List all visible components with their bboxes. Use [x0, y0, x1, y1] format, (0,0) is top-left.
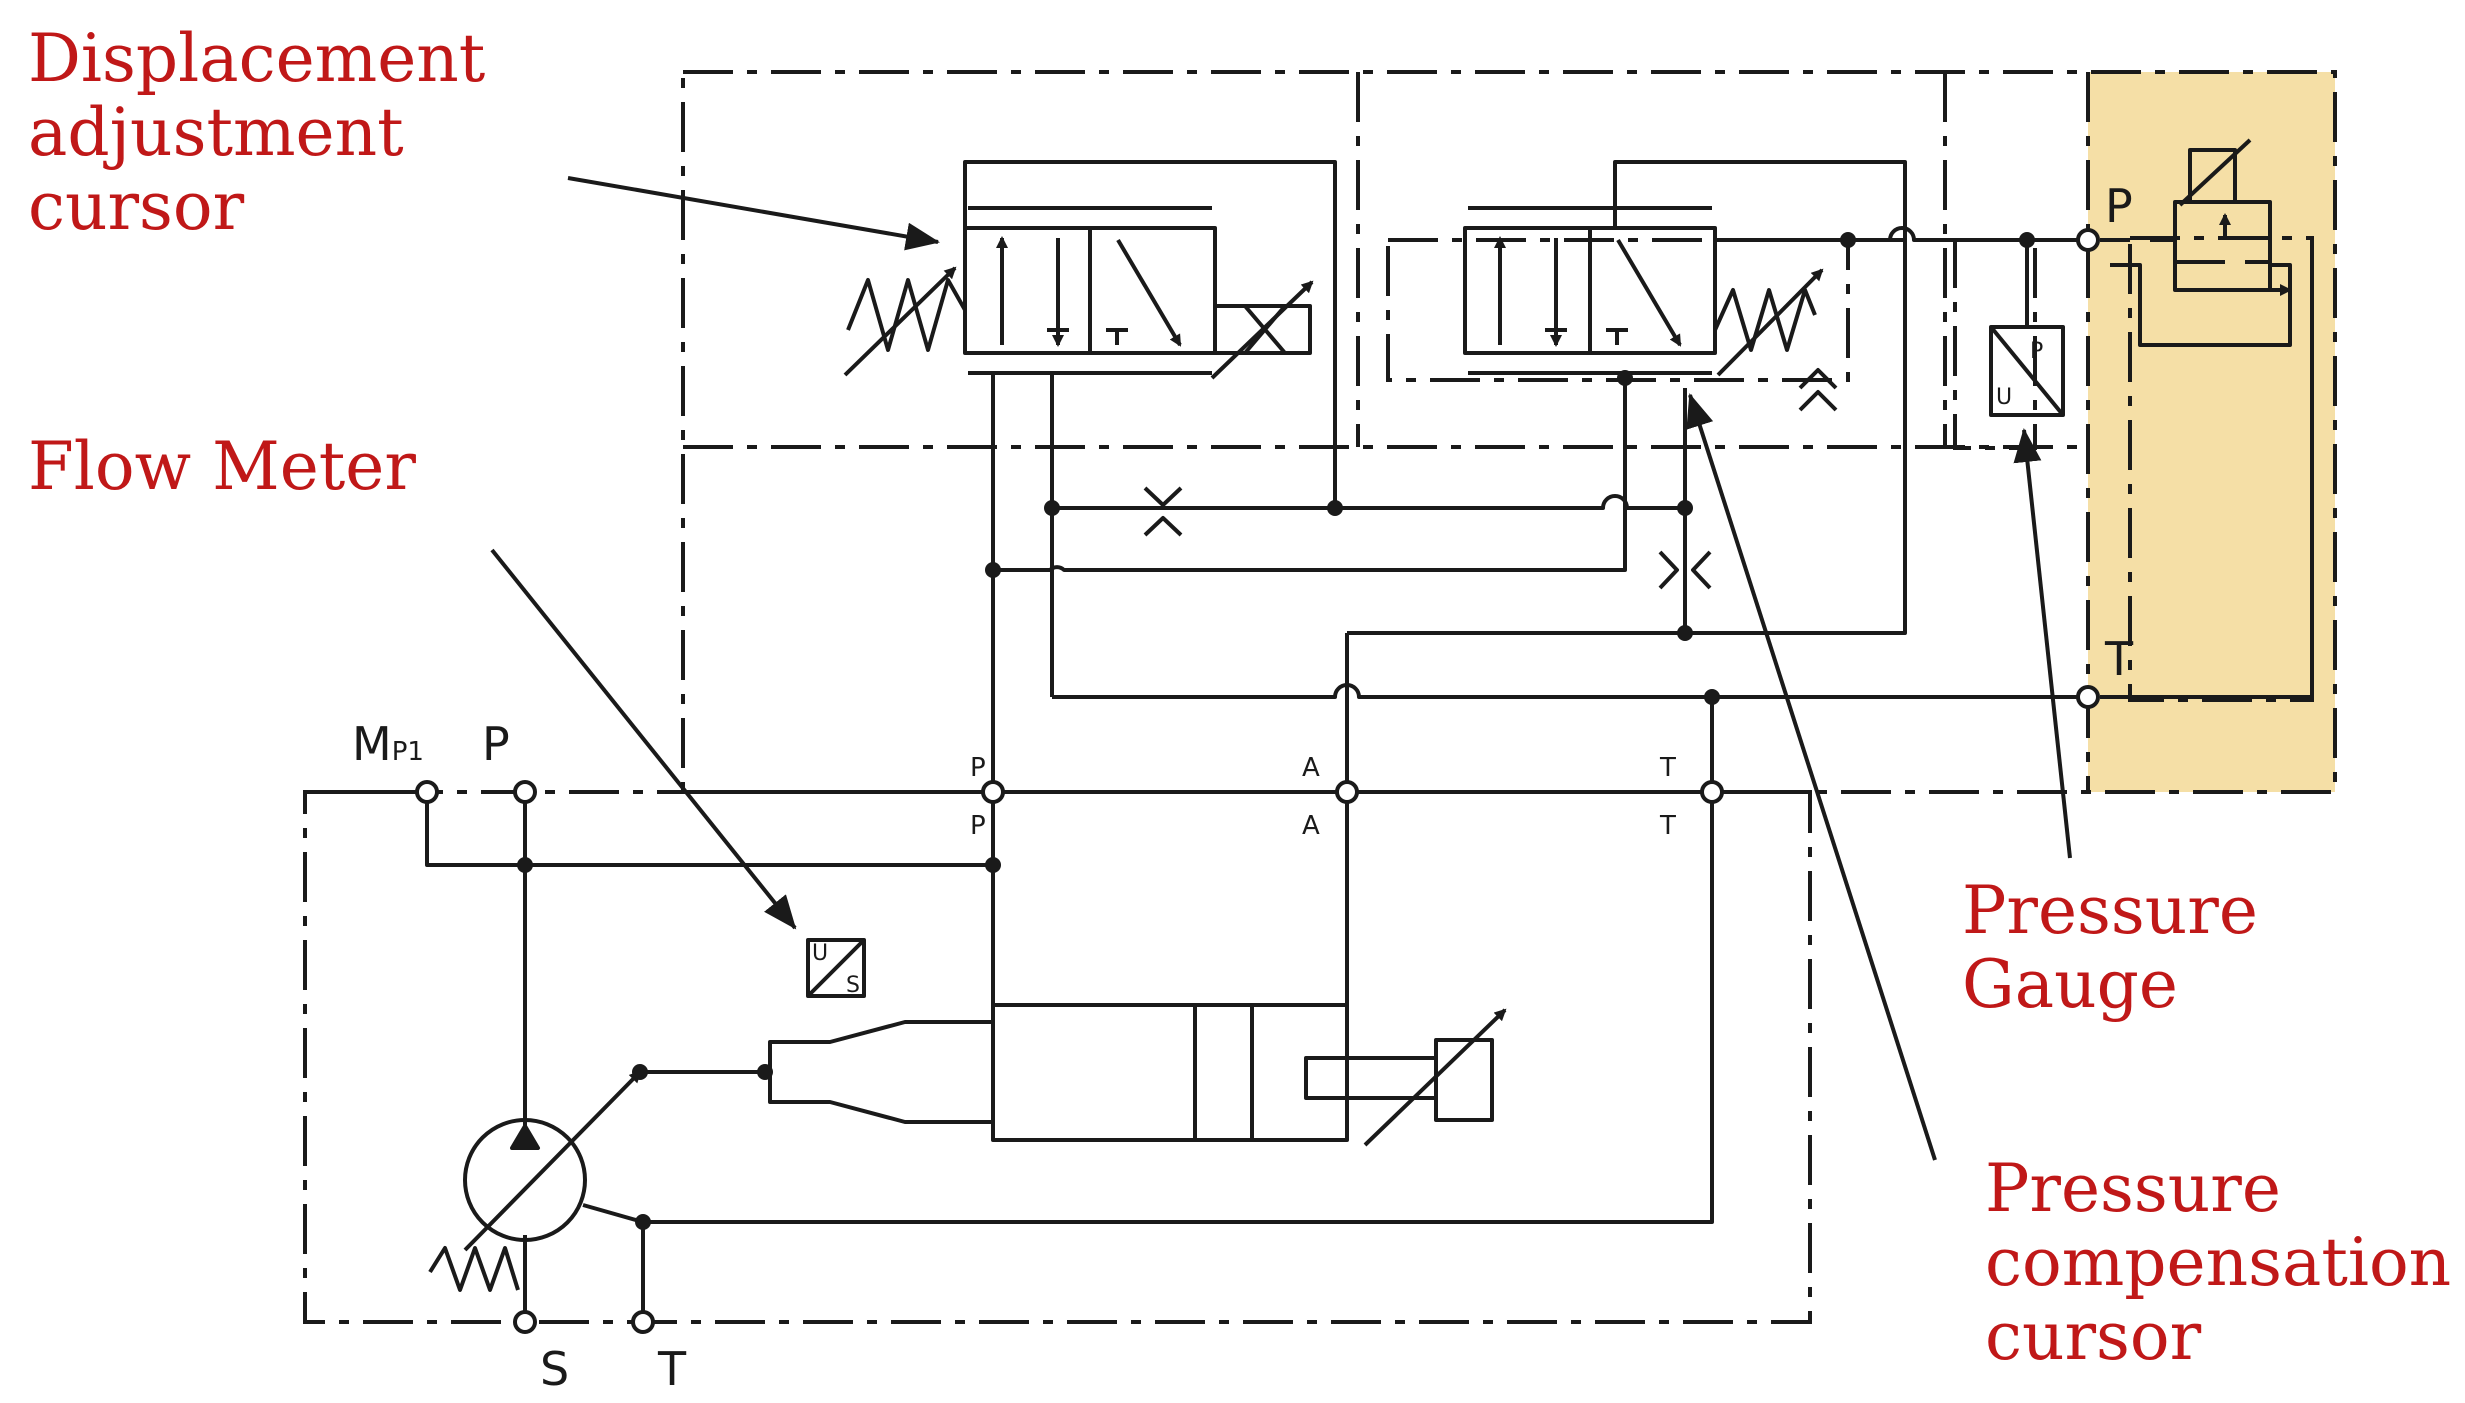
- variable-displacement-pump: [428, 1070, 644, 1292]
- port-label-t: T: [657, 1342, 687, 1396]
- displacement-adjustment-valve: [843, 206, 1314, 380]
- gauge-p-letter: P: [2030, 339, 2043, 364]
- port-label-p: P: [482, 717, 510, 771]
- lower-piping: [305, 790, 1714, 1322]
- gauge-u-letter: U: [1996, 385, 2012, 410]
- callout-arrows: [490, 176, 2072, 1161]
- flow-meter-s-letter: S: [846, 973, 860, 998]
- port-label-t-upper: T: [1659, 753, 1676, 783]
- flow-meter-u-letter: U: [812, 941, 828, 966]
- component-boundaries: [303, 70, 2337, 1324]
- control-cylinder: [768, 1003, 1507, 1147]
- orifice-restrictors: [1143, 486, 1712, 590]
- port-label-a-upper: A: [1302, 753, 1320, 783]
- port-label-t-right: T: [2104, 632, 2134, 686]
- pressure-compensation-valve: [1463, 206, 1838, 412]
- port-label-s: S: [540, 1342, 569, 1396]
- relief-valve: [2100, 138, 2314, 699]
- port-label-t-lower: T: [1659, 811, 1676, 841]
- pressure-gauge-transducer: [1989, 240, 2065, 417]
- callout-displacement-adjustment-cursor: Displacement adjustment cursor: [28, 20, 486, 245]
- port-label-p-upper: P: [970, 753, 986, 783]
- port-label-mp1: MP1: [352, 717, 424, 771]
- flow-meter-transducer: [806, 938, 866, 998]
- port-label-a-lower: A: [1302, 811, 1320, 841]
- port-label-p-right: P: [2105, 179, 2133, 233]
- upper-piping: [963, 160, 2088, 792]
- callout-flow-meter: Flow Meter: [28, 428, 416, 505]
- port-label-p-lower: P: [970, 811, 986, 841]
- port-markers: [415, 228, 2100, 1334]
- callout-pressure-gauge: Pressure Gauge: [1962, 872, 2258, 1023]
- junction-dots: [517, 232, 2035, 1230]
- callout-pressure-compensation-cursor: Pressure compensation cursor: [1985, 1150, 2452, 1375]
